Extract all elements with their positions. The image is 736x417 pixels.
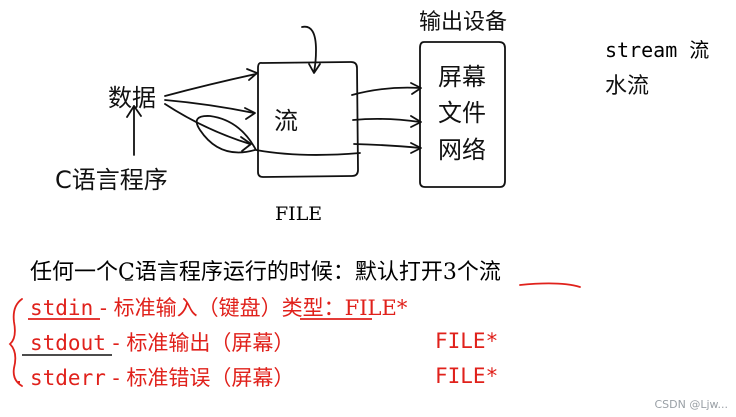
data-arrow-2 <box>164 99 255 114</box>
three-streams-underline <box>519 282 581 288</box>
watermark: CSDN @Ljw... <box>654 398 728 411</box>
device-item-file: 文件 <box>438 99 486 127</box>
device-arrow-2 <box>352 117 421 123</box>
stderr-desc: - 标准错误（屏幕） <box>112 366 295 390</box>
stdout-desc: - 标准输出（屏幕） <box>112 331 295 355</box>
stdout-line: stdout - 标准输出（屏幕） <box>30 327 294 357</box>
left-brace <box>8 298 23 387</box>
stream-note-line2: 水流 <box>605 74 650 99</box>
intro-text: 任何一个C语言程序运行的时候：默认打开3个流 <box>30 260 501 285</box>
file-label: FILE <box>275 203 323 225</box>
data-arrow-1 <box>164 73 257 97</box>
device-arrow-1 <box>351 86 421 96</box>
data-arrow-3 <box>164 103 251 145</box>
loop-stroke <box>195 115 361 156</box>
stdout-name: stdout <box>30 331 106 355</box>
data-label: 数据 <box>108 84 156 112</box>
stderr-line: stderr - 标准错误（屏幕） <box>30 362 294 392</box>
stdout-type: FILE* <box>435 329 499 353</box>
device-arrow-3 <box>353 143 421 149</box>
stdin-name: stdin <box>30 296 94 320</box>
output-devices-title: 输出设备 <box>419 10 508 35</box>
stdin-desc: - 标准输入（键盘）类型：FILE* <box>99 296 408 320</box>
stdin-line: stdin - 标准输入（键盘）类型：FILE* <box>30 292 407 322</box>
output-devices-box <box>419 41 506 188</box>
device-item-network: 网络 <box>438 136 486 164</box>
stream-note-line1: stream 流 <box>605 38 710 62</box>
c-program-label: C语言程序 <box>55 166 168 194</box>
top-input-arrow <box>301 25 317 73</box>
center-box-label: 流 <box>274 107 298 135</box>
center-stream-box <box>257 61 359 178</box>
device-item-screen: 屏幕 <box>438 63 486 91</box>
stderr-name: stderr <box>30 366 106 390</box>
stderr-type: FILE* <box>435 364 499 388</box>
